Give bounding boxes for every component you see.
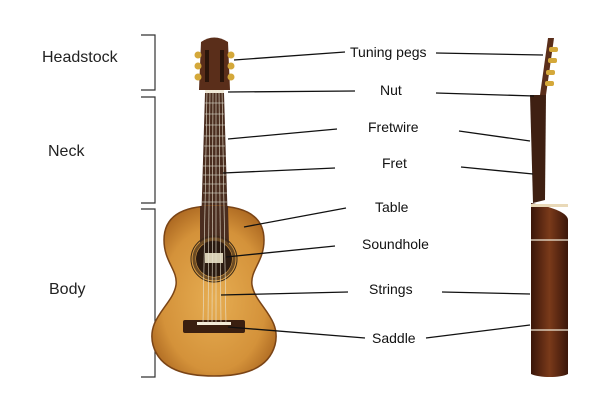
body-bracket <box>141 208 156 378</box>
leader-strings-front <box>220 291 349 296</box>
leader-saddle-front <box>227 326 366 339</box>
leader-fret-side <box>460 166 534 175</box>
leader-soundhole-front <box>225 245 336 258</box>
leader-lines-side <box>425 52 544 339</box>
leader-tuning-pegs-front <box>233 51 346 61</box>
strings-front <box>202 89 227 325</box>
leader-nut-side <box>435 92 535 97</box>
part-label-nut: Nut <box>380 82 402 98</box>
tuner-buttons-front <box>194 51 235 81</box>
nut-shape <box>205 90 224 93</box>
guitar-front-view <box>151 37 277 377</box>
part-label-fretwire: Fretwire <box>368 119 419 135</box>
leader-fret-front <box>222 167 336 174</box>
neck-bracket <box>141 96 156 204</box>
section-label-headstock: Headstock <box>42 49 119 66</box>
leader-fretwire-front <box>227 128 338 140</box>
leader-table-front <box>243 207 347 228</box>
part-label-fret: Fret <box>382 155 407 171</box>
saddle-shape <box>197 322 231 325</box>
leader-tuning-pegs-side <box>435 52 544 56</box>
part-label-table: Table <box>375 199 409 215</box>
leader-strings-side <box>441 291 531 295</box>
guitar-side-view <box>530 38 568 377</box>
guitar-body-front <box>151 205 277 377</box>
neck-side <box>530 95 546 203</box>
part-label-tuning-pegs: Tuning pegs <box>350 44 427 60</box>
tuner-buttons-side <box>545 47 558 86</box>
leader-nut-front <box>227 90 356 93</box>
leader-fretwire-side <box>458 130 531 142</box>
leader-lines-front <box>220 51 366 339</box>
headstock-front <box>199 37 230 90</box>
part-label-strings: Strings <box>369 281 413 297</box>
headstock-side <box>540 38 554 95</box>
section-label-neck: Neck <box>48 143 85 160</box>
body-side <box>531 203 568 377</box>
bridge-shape <box>183 320 245 333</box>
headstock-bracket <box>141 34 156 91</box>
part-label-soundhole: Soundhole <box>362 236 429 252</box>
section-label-body: Body <box>49 281 85 298</box>
leader-saddle-side <box>425 324 531 339</box>
part-label-saddle: Saddle <box>372 330 416 346</box>
